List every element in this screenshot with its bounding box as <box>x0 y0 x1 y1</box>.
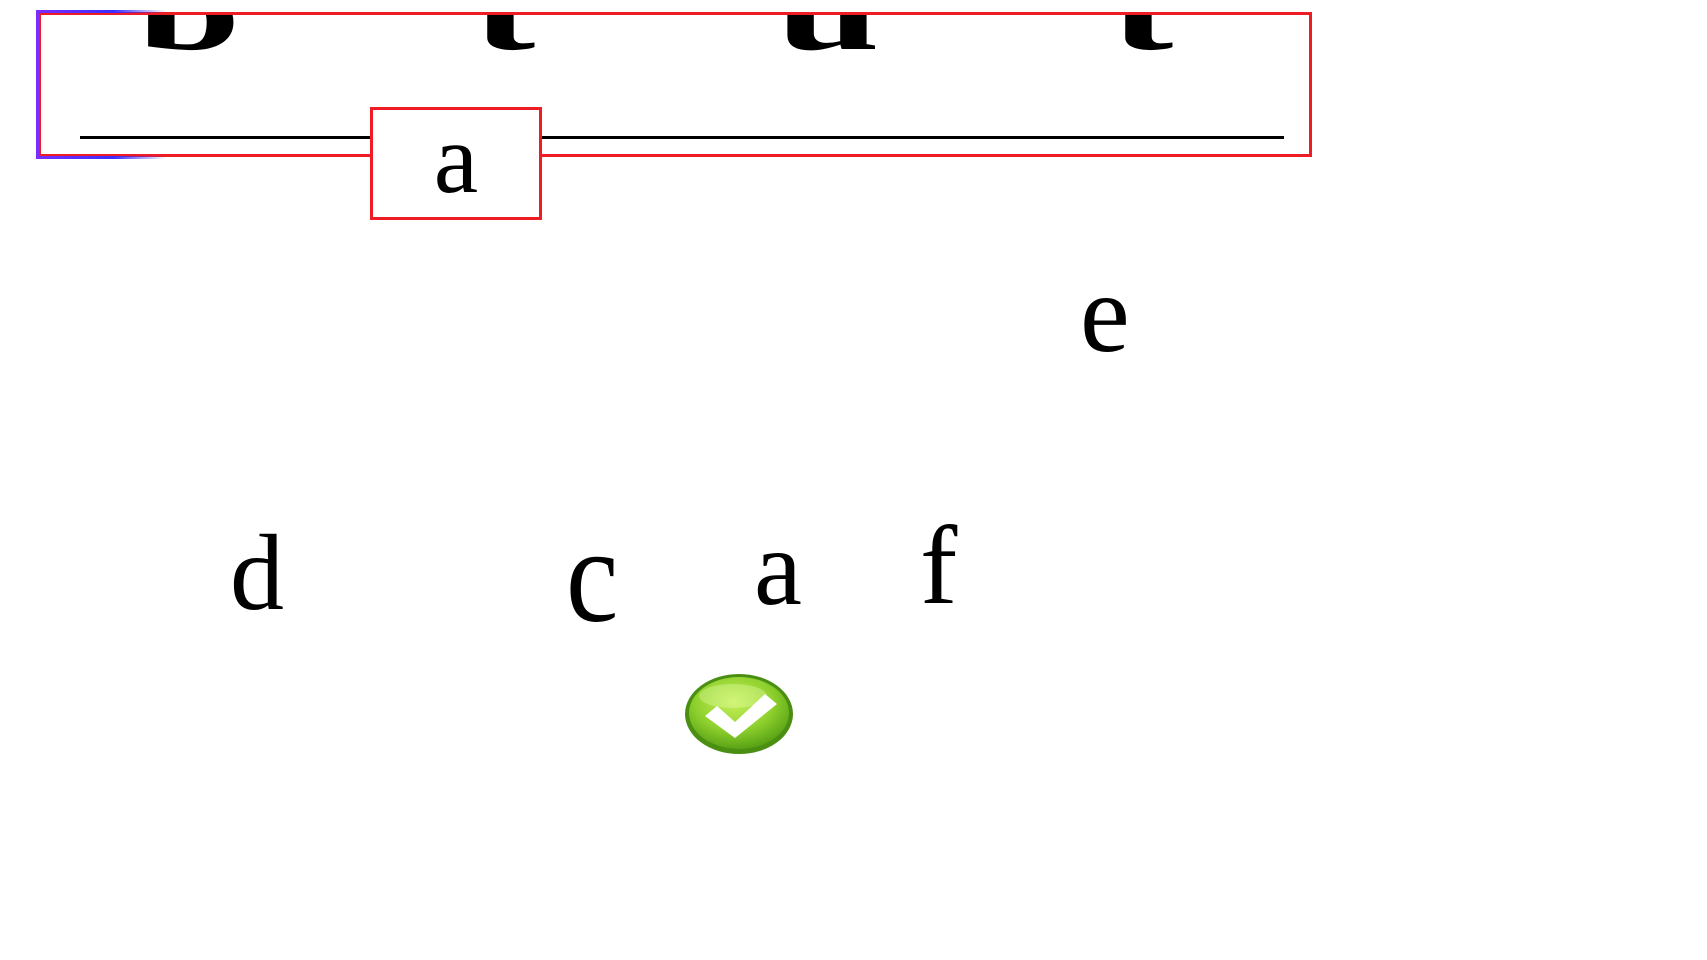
clipped-letter-4: t <box>1111 12 1174 73</box>
answer-line <box>80 136 1284 139</box>
checkmark-icon[interactable] <box>683 672 795 756</box>
clipped-letter-2: t <box>473 12 536 73</box>
letter-tile-e[interactable]: e <box>1080 252 1130 376</box>
word-panel: b t u t <box>38 12 1312 157</box>
letter-tile-d[interactable]: d <box>230 514 284 633</box>
clipped-letter-3: u <box>776 12 881 73</box>
letter-tile-a[interactable]: a <box>754 509 802 628</box>
answer-slot-letter[interactable]: a <box>433 103 479 214</box>
clipped-letter-1: b <box>137 12 242 73</box>
confirm-button[interactable] <box>683 672 795 756</box>
letter-tile-c[interactable]: c <box>566 499 619 651</box>
answer-drop-slot[interactable]: a <box>370 107 542 220</box>
letter-tile-f[interactable]: f <box>920 504 958 628</box>
